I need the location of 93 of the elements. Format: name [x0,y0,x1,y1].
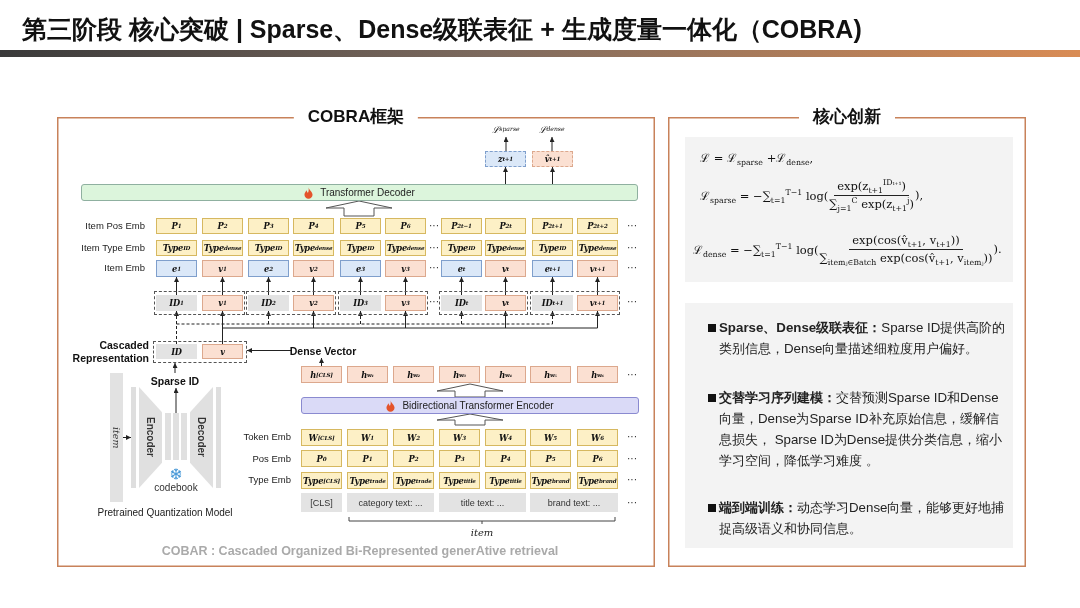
bracket-label: item [470,526,494,540]
arrow [319,357,324,367]
arrow [220,310,225,329]
arrow [503,136,509,152]
dashed-arrow [174,310,179,325]
arrow [173,387,179,414]
row-label: Token Emb [243,430,291,444]
figure-caption: COBAR : Cascaded Organized Bi-Represented generAtive retrieval [161,544,559,558]
dashed-group [338,291,428,315]
ellipsis: ··· [429,219,439,233]
dashed-arrow [459,310,464,325]
arrow [220,276,225,296]
block-arrow [436,413,504,426]
block-arrow [325,200,393,217]
arrow [550,166,555,185]
dashed-arrow [266,310,271,325]
arrow [311,310,316,329]
vector-box: v [202,344,243,359]
arrow [503,276,508,296]
panel-heading: COBRA框架 [293,105,419,128]
slide-title: 第三阶段 核心突破 | Sparse、Dense级联表征 + 生成度量一体化（COBRA) [22,14,862,45]
arrow [246,348,293,353]
formula-text: ℒ$_{dense}$ = −∑$_{t=1}$$^{T−1}$ log( [693,241,819,257]
ellipsis: ··· [627,261,637,275]
ellipsis: ··· [627,295,637,309]
connector-line [222,327,598,345]
ellipsis: ··· [627,496,637,510]
arrow [403,276,408,296]
decoder-bar [81,184,638,201]
row-label: Pos Emb [252,452,291,466]
panel-heading: 核心创新 [799,105,895,128]
arrow [595,310,600,329]
arrow [503,310,508,329]
layer-label: Bidirectional Transformer Encoder [402,400,554,411]
ellipsis: ··· [627,219,637,233]
model-caption: Pretrained Quantization Model [97,506,233,520]
row-label: Item Type Emb [81,241,145,255]
bullet-panel [685,303,1013,548]
arrow [550,276,555,296]
dashed-group [154,291,245,315]
encoder-bar [301,397,639,414]
arrow [172,362,178,374]
bullet-text: Sparse、Dense级联表征：Sparse ID提供高阶的类别信息，Dense向量描述细粒度用户偏好。 [719,319,1007,358]
dashed-group [439,291,528,315]
formula-text: ). [993,242,1002,256]
formula-text: exp(z$_{t+1}$$^{IDₜ₊₁}$) [834,178,910,196]
item-bar: item [110,373,123,502]
arrow [358,276,363,296]
ellipsis: ··· [429,295,439,309]
text-segment-box: [CLS] [301,493,342,512]
text-segment-box: brand text: ... [530,493,618,512]
layer-label: Transformer Decoder [320,187,415,198]
arrow [403,310,408,329]
ellipsis: ··· [627,473,637,487]
arrow [122,435,132,440]
layer-bar [216,387,221,488]
row-label: Item Emb [104,261,145,275]
row-label: Type Emb [248,473,291,487]
ellipsis: ··· [627,241,637,255]
formula-panel [685,137,1013,282]
formula-text: ∑$_{itemⱼ∈Batch}$ exp(cos(v̂$_{t+1}$, v$_{itemⱼ}$)) [819,251,993,266]
block-arrow [436,383,504,398]
bullet-text: 端到端训练：动态学习Dense向量，能够更好地捕捉高级语义和协同信息。 [719,499,1006,538]
arrow [459,276,464,296]
arrow [266,276,271,296]
arrow [174,276,179,296]
formula-text: exp(cos(v̂$_{t+1}$, v$_{t+1}$)) [849,232,963,250]
group-heading: Cascaded Representation [71,339,149,365]
dashed-arrow [358,310,363,325]
sparse-id-label: Sparse ID [148,373,202,388]
arrow [311,276,316,296]
bullet-text: 交替学习序列建模：交替预测Sparse ID和Dense向量，Dense为Sparse ID补充原始信息，缓解信息损失， Sparse ID为Dense提供分类信息，缩小学习空间，降低学习难度 。 [719,389,1004,470]
formula-text: ℒ = ℒ$_{sparse}$ +ℒ$_{dense}$, [700,149,814,165]
text-segment-box: category text: ... [347,493,434,512]
id-box: ID [156,344,197,359]
formula-text: ), [914,188,924,202]
arrow [549,136,555,152]
row-label: Item Pos Emb [85,219,145,233]
dashed-line [176,323,553,345]
arrow [595,276,600,296]
ellipsis: ··· [429,241,439,255]
arrow [503,166,508,185]
ellipsis: ··· [627,452,637,466]
formula-text: ℒ$_{sparse}$ = −∑$_{t=1}$$^{T−1}$ log( [700,187,829,203]
ellipsis: ··· [627,430,637,444]
ellipsis: ··· [627,368,637,382]
layer-bar [131,387,136,488]
dashed-group [530,291,620,315]
text-segment-box: title text: ... [439,493,526,512]
dashed-arrow [550,310,555,325]
dashed-group [246,291,336,315]
ellipsis: ··· [429,261,439,275]
formula-text: ∑$_{j=1}$$^{C}$ exp(z$_{t+1}$$^{j}$) [829,196,914,212]
